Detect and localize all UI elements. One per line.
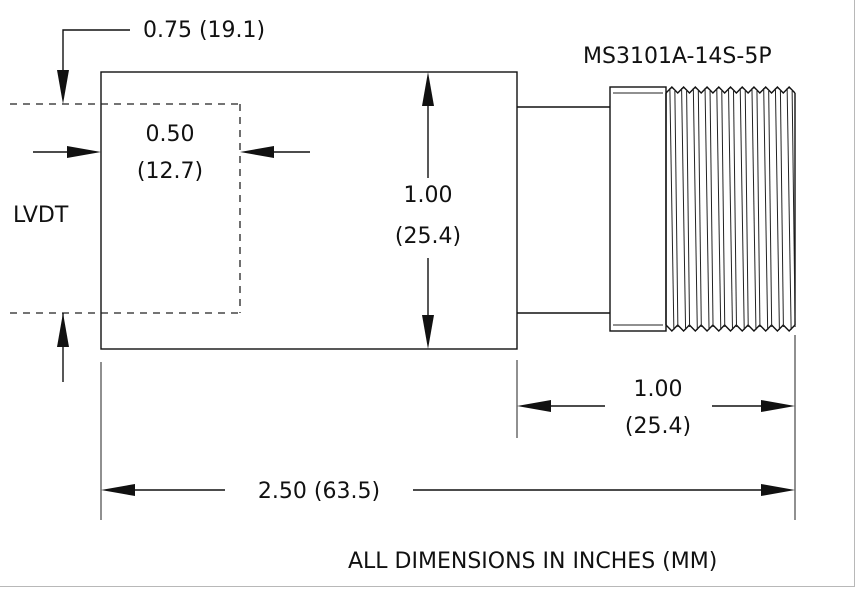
- height-in-label: 1.00: [404, 183, 453, 208]
- lvdt-cutout: [10, 103, 241, 314]
- thread-line: [768, 90, 773, 328]
- thread-line: [751, 87, 757, 331]
- overall-length-label: 2.50 (63.5): [258, 479, 380, 504]
- thread-line: [791, 90, 796, 328]
- height-mm-label: (25.4): [395, 224, 461, 249]
- thread-line: [697, 90, 702, 328]
- connector-part-label: MS3101A-14S-5P: [583, 44, 772, 69]
- connector-len-mm-label: (25.4): [625, 414, 691, 439]
- thread-line: [779, 90, 784, 328]
- thread-line: [704, 87, 710, 331]
- thread-line: [721, 90, 726, 328]
- cutout-width-mm-label: (12.7): [137, 159, 203, 184]
- thread-line: [728, 87, 733, 331]
- dim-top-width-label: 0.75 (19.1): [143, 18, 265, 43]
- dim-connector-length: [516, 335, 796, 520]
- thread-crest-bottom: [665, 323, 796, 333]
- connector-len-in-label: 1.00: [634, 377, 683, 402]
- thread-line: [716, 87, 722, 331]
- thread-line: [739, 87, 745, 331]
- thread-line: [681, 87, 687, 331]
- thread-line: [686, 90, 691, 328]
- thread-line: [763, 87, 769, 331]
- thread-line: [669, 87, 675, 331]
- lvdt-label: LVDT: [13, 203, 69, 228]
- connector-nut: [609, 86, 667, 332]
- thread-line: [692, 87, 698, 331]
- housing-body: [100, 71, 518, 350]
- thread-line: [774, 87, 780, 331]
- thread-line: [733, 90, 737, 328]
- thread-crest-top: [665, 85, 796, 95]
- dim-height: [422, 72, 434, 349]
- dim-top-width: [57, 29, 130, 382]
- connector-thread: [665, 85, 796, 333]
- thread-line: [674, 90, 679, 328]
- dim-cutout-width: [33, 146, 310, 158]
- dim-overall-length: [100, 362, 795, 520]
- units-note: ALL DIMENSIONS IN INCHES (MM): [348, 549, 717, 574]
- thread-line: [756, 90, 761, 328]
- cutout-width-in-label: 0.50: [146, 122, 195, 147]
- thread-line: [744, 90, 749, 328]
- connector-neck: [517, 106, 610, 314]
- thread-line: [709, 90, 714, 328]
- thread-line: [786, 87, 792, 331]
